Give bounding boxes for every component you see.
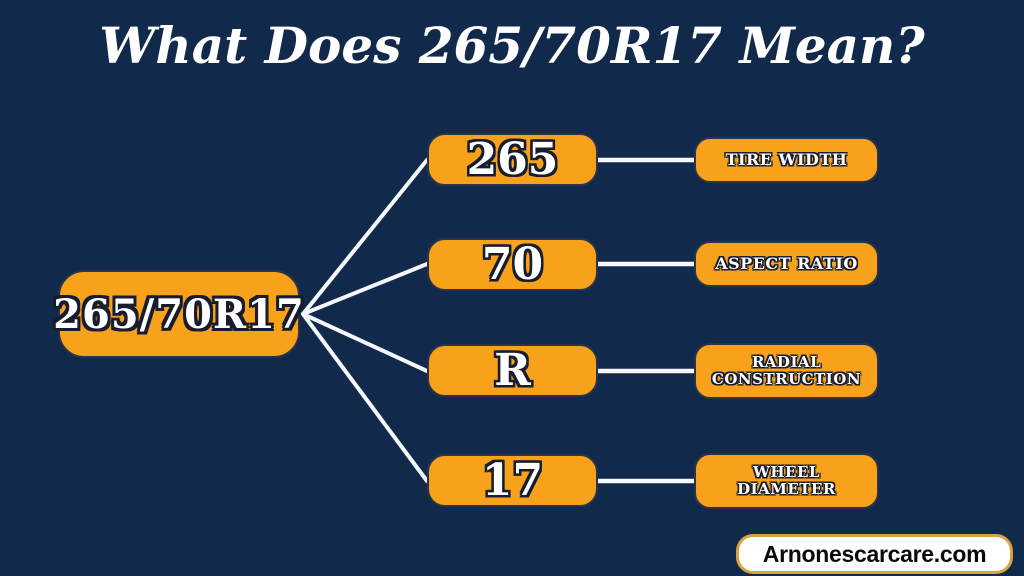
code-value: 17: [481, 454, 544, 506]
label-box-radial-construction: RADIAL CONSTRUCTION: [694, 343, 879, 399]
watermark-text: Arnonescarcare.com: [762, 540, 987, 567]
code-box-wheel-diameter: 17: [427, 454, 598, 507]
code-value: 265: [466, 133, 559, 185]
label-text: ASPECT RATIO: [715, 253, 858, 273]
label-box-tire-width: TIRE WIDTH: [694, 137, 879, 183]
fan-line-3: [301, 312, 429, 373]
label-text: CONSTRUCTION: [711, 370, 862, 388]
fan-line-4: [301, 312, 429, 483]
tire-code-text: 265/70R17: [53, 290, 305, 338]
fan-line-2: [301, 262, 429, 316]
label-text: RADIAL: [751, 352, 822, 371]
code-box-radial: R: [427, 344, 598, 397]
label-text: WHEEL: [753, 462, 820, 481]
label-box-wheel-diameter: WHEEL DIAMETER: [694, 453, 879, 509]
label-box-aspect-ratio: ASPECT RATIO: [694, 241, 879, 287]
watermark-badge: Arnonescarcare.com: [736, 534, 1013, 574]
label-text: TIRE WIDTH: [725, 149, 848, 169]
page-title: What Does 265/70R17 Mean?: [99, 16, 925, 75]
code-box-tire-width: 265: [427, 133, 598, 186]
code-value: 70: [481, 238, 544, 290]
code-box-aspect-ratio: 70: [427, 238, 598, 291]
tire-code-source-box: 265/70R17: [53, 270, 304, 358]
label-text: DIAMETER: [737, 480, 836, 498]
fan-line-1: [301, 158, 429, 316]
code-value: R: [494, 344, 531, 396]
